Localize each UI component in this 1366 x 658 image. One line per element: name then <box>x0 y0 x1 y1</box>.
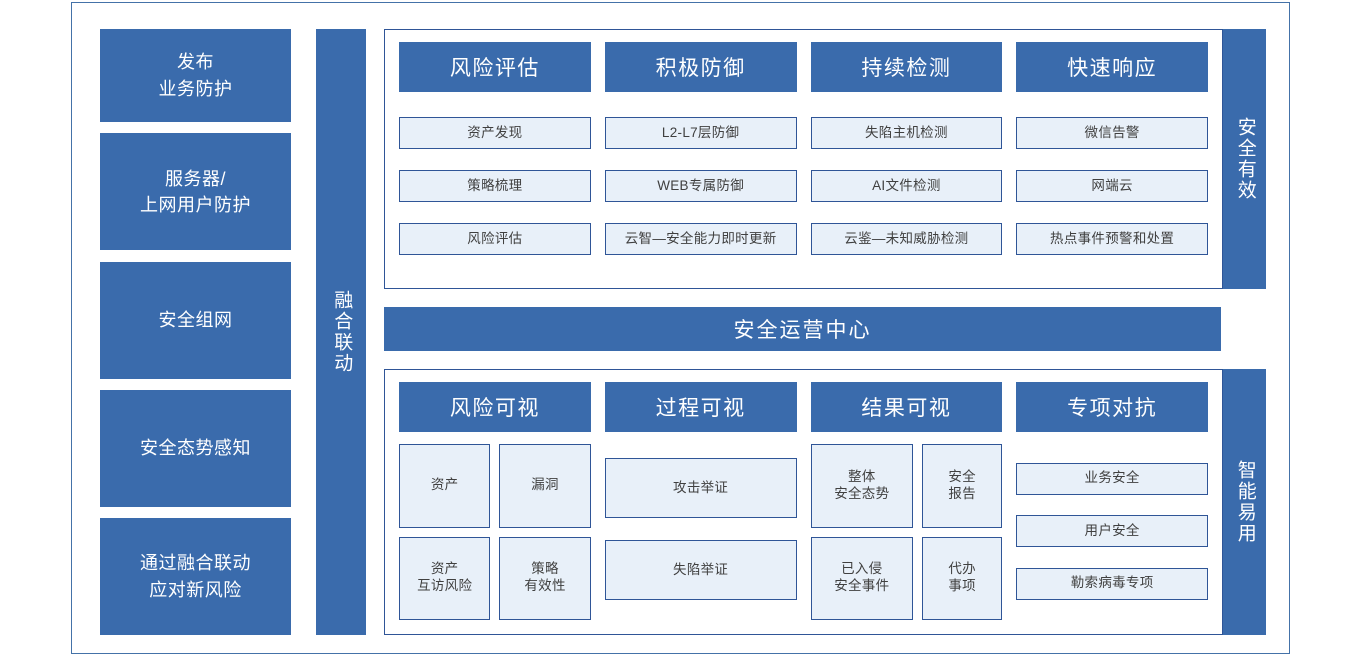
column-header-result-visibility[interactable]: 结果可视 <box>810 382 1003 432</box>
item-compromised-host-detection[interactable]: 失陷主机检测 <box>810 117 1003 149</box>
item-vulnerability[interactable]: 漏洞 <box>499 444 591 528</box>
column-items-rapid-response: 微信告警 网端云 热点事件预警和处置 <box>1016 92 1208 276</box>
column-header-risk-assessment[interactable]: 风险评估 <box>399 42 591 92</box>
left-scenario-column: 发布 业务防护 服务器/ 上网用户防护 安全组网 安全态势感知 通过融合联动 应… <box>100 29 291 635</box>
column-special-countermeasures: 专项对抗 业务安全 用户安全 勒索病毒专项 <box>1016 382 1208 622</box>
item-policy-effectiveness[interactable]: 策略 有效性 <box>499 536 591 620</box>
column-header-process-visibility[interactable]: 过程可视 <box>604 382 797 432</box>
column-active-defense: 积极防御 L2-L7层防御 WEB专属防御 云智—安全能力即时更新 <box>604 42 797 276</box>
column-risk-assessment: 风险评估 资产发现 策略梳理 风险评估 <box>399 42 591 276</box>
item-asset-access-risk[interactable]: 资产 互访风险 <box>399 536 491 620</box>
item-l2-l7-defense[interactable]: L2-L7层防御 <box>604 117 797 149</box>
left-box-server-user[interactable]: 服务器/ 上网用户防护 <box>100 133 291 251</box>
left-box-new-risk[interactable]: 通过融合联动 应对新风险 <box>100 518 291 635</box>
item-yunzhi-update[interactable]: 云智—安全能力即时更新 <box>604 223 797 255</box>
left-box-situation-awareness[interactable]: 安全态势感知 <box>100 389 291 507</box>
vertical-bar-smart-easy-to-use: 智能易用 <box>1223 369 1266 635</box>
column-header-active-defense[interactable]: 积极防御 <box>604 42 797 92</box>
column-items-continuous-detection: 失陷主机检测 AI文件检测 云鉴—未知威胁检测 <box>810 92 1003 276</box>
column-header-rapid-response[interactable]: 快速响应 <box>1016 42 1208 92</box>
item-asset-discovery[interactable]: 资产发现 <box>399 117 591 149</box>
item-risk-assessment[interactable]: 风险评估 <box>399 223 591 255</box>
vertical-bar-fusion-linkage: 融合联动 <box>316 29 366 635</box>
item-policy-review[interactable]: 策略梳理 <box>399 170 591 202</box>
column-items-risk-assessment: 资产发现 策略梳理 风险评估 <box>399 92 591 276</box>
column-items-active-defense: L2-L7层防御 WEB专属防御 云智—安全能力即时更新 <box>604 92 797 276</box>
vertical-bar-security-effective: 安全有效 <box>1223 29 1266 289</box>
item-security-report[interactable]: 安全 报告 <box>922 444 1003 528</box>
column-header-special-countermeasures[interactable]: 专项对抗 <box>1016 382 1208 432</box>
item-ai-file-detection[interactable]: AI文件检测 <box>810 170 1003 202</box>
item-network-endpoint-cloud[interactable]: 网端云 <box>1016 170 1208 202</box>
bottom-visibility-panel: 风险可视 资产 漏洞 资产 互访风险 策略 有效性 过程可视 攻击举证 失陷举证… <box>384 369 1223 635</box>
item-wechat-alert[interactable]: 微信告警 <box>1016 117 1208 149</box>
item-compromise-evidence[interactable]: 失陷举证 <box>604 540 797 600</box>
item-attack-evidence[interactable]: 攻击举证 <box>604 458 797 518</box>
column-result-visibility: 结果可视 整体 安全态势 安全 报告 已入侵 安全事件 代办 事项 <box>810 382 1003 622</box>
item-ransomware-special[interactable]: 勒索病毒专项 <box>1016 567 1208 600</box>
item-web-defense[interactable]: WEB专属防御 <box>604 170 797 202</box>
column-header-risk-visibility[interactable]: 风险可视 <box>399 382 591 432</box>
column-items-special-countermeasures: 业务安全 用户安全 勒索病毒专项 <box>1016 432 1208 622</box>
item-yunjian-unknown-threat[interactable]: 云鉴—未知威胁检测 <box>810 223 1003 255</box>
left-box-secure-network[interactable]: 安全组网 <box>100 261 291 379</box>
column-items-risk-visibility: 资产 漏洞 资产 互访风险 策略 有效性 <box>399 432 591 622</box>
item-hotspot-event-handling[interactable]: 热点事件预警和处置 <box>1016 223 1208 255</box>
column-items-result-visibility: 整体 安全态势 安全 报告 已入侵 安全事件 代办 事项 <box>810 432 1003 622</box>
item-user-security[interactable]: 用户安全 <box>1016 515 1208 547</box>
bottom-columns: 风险可视 资产 漏洞 资产 互访风险 策略 有效性 过程可视 攻击举证 失陷举证… <box>399 382 1208 622</box>
column-continuous-detection: 持续检测 失陷主机检测 AI文件检测 云鉴—未知威胁检测 <box>810 42 1003 276</box>
column-risk-visibility: 风险可视 资产 漏洞 资产 互访风险 策略 有效性 <box>399 382 591 622</box>
item-todo-items[interactable]: 代办 事项 <box>922 536 1003 620</box>
column-items-process-visibility: 攻击举证 失陷举证 <box>604 432 797 622</box>
column-header-continuous-detection[interactable]: 持续检测 <box>810 42 1003 92</box>
column-process-visibility: 过程可视 攻击举证 失陷举证 <box>604 382 797 622</box>
diagram-frame: 发布 业务防护 服务器/ 上网用户防护 安全组网 安全态势感知 通过融合联动 应… <box>71 2 1290 654</box>
item-overall-security-posture[interactable]: 整体 安全态势 <box>810 444 914 528</box>
security-operations-center-banner[interactable]: 安全运营中心 <box>384 307 1221 351</box>
top-columns: 风险评估 资产发现 策略梳理 风险评估 积极防御 L2-L7层防御 WEB专属防… <box>399 42 1208 276</box>
top-capability-panel: 风险评估 资产发现 策略梳理 风险评估 积极防御 L2-L7层防御 WEB专属防… <box>384 29 1223 289</box>
item-intrusion-security-events[interactable]: 已入侵 安全事件 <box>810 536 914 620</box>
item-business-security[interactable]: 业务安全 <box>1016 462 1208 495</box>
left-box-publish[interactable]: 发布 业务防护 <box>100 29 291 122</box>
column-rapid-response: 快速响应 微信告警 网端云 热点事件预警和处置 <box>1016 42 1208 276</box>
item-asset[interactable]: 资产 <box>399 444 491 528</box>
